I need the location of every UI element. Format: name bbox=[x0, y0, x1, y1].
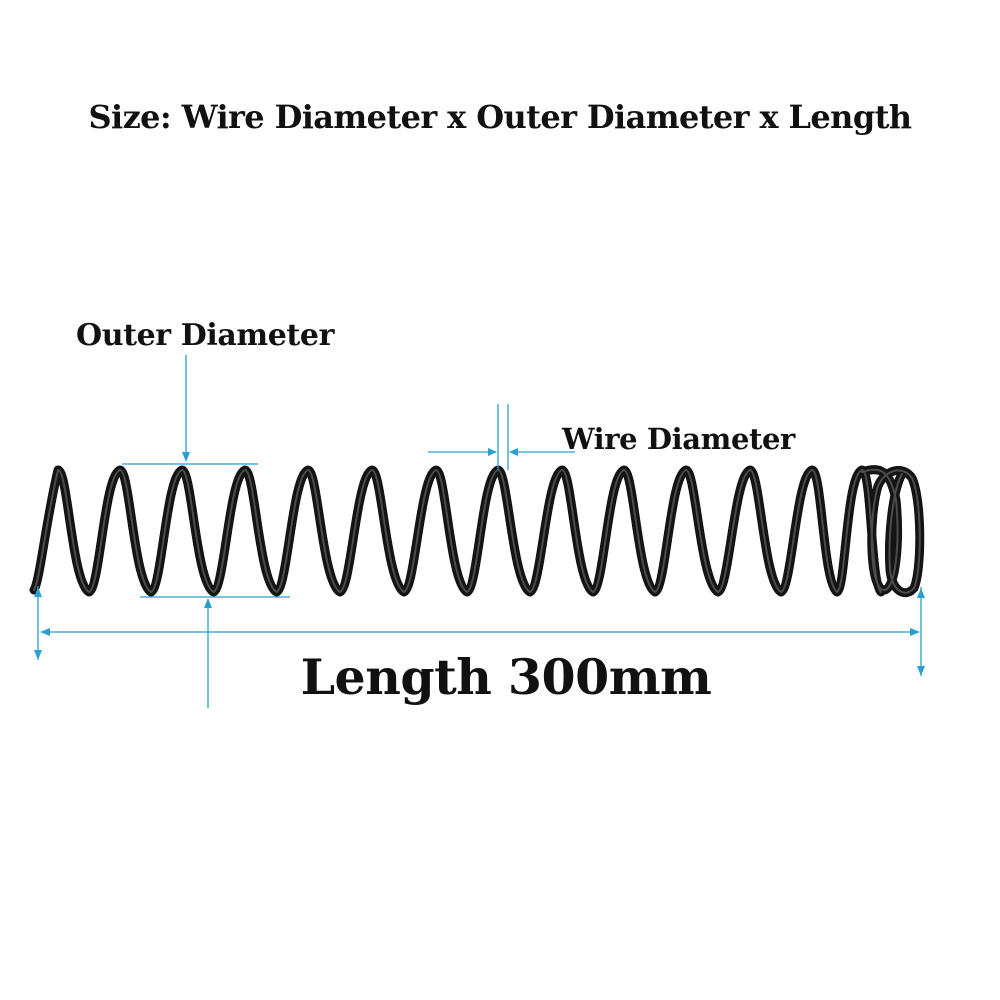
outer-diameter-arrowhead-down bbox=[182, 452, 190, 462]
outer-diameter-label: Outer Diameter bbox=[76, 318, 334, 353]
wire-diameter-arrowhead-right bbox=[488, 448, 497, 456]
length-arrowhead-left bbox=[40, 628, 50, 636]
length-ext-left-arrow-up bbox=[34, 587, 42, 597]
outer-diameter-arrowhead-up bbox=[204, 598, 212, 608]
spring-illustration bbox=[29, 465, 925, 597]
length-ext-right-arrow-up bbox=[917, 588, 925, 598]
size-heading: Size: Wire Diameter x Outer Diameter x L… bbox=[88, 98, 913, 136]
wire-diameter-arrowhead-left bbox=[509, 448, 518, 456]
length-ext-right-arrow-down bbox=[917, 666, 925, 676]
dimension-lines bbox=[37, 355, 922, 708]
wire-diameter-label: Wire Diameter bbox=[562, 422, 795, 456]
length-ext-left-arrow-down bbox=[34, 650, 42, 660]
length-label: Length 300mm bbox=[300, 648, 712, 706]
length-arrowhead-right bbox=[910, 628, 920, 636]
spring-coil-highlight bbox=[33, 468, 921, 594]
dimension-arrowheads bbox=[34, 448, 925, 676]
